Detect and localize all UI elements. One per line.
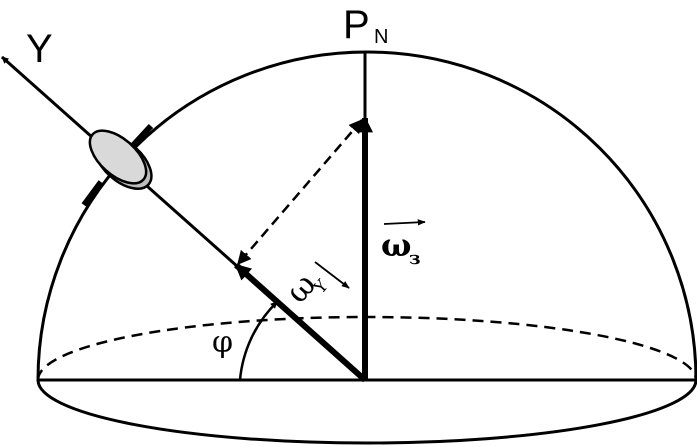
hemisphere-dome	[36, 50, 697, 381]
y-axis-label: Y	[26, 27, 53, 71]
omega-z-overarrow	[383, 219, 426, 226]
projection-dashed-arrow	[237, 118, 363, 266]
omega-y-overarrow	[314, 261, 350, 289]
latitude-label: φ	[212, 325, 233, 360]
north-pole-label: P	[343, 3, 370, 47]
gyro-tick-lower	[81, 180, 104, 207]
gyro-disk	[88, 129, 148, 185]
omega-z-subscript: з	[409, 248, 421, 269]
latitude-angle-arc	[238, 301, 278, 381]
gyroscope	[81, 123, 154, 207]
omega-y-vector	[234, 262, 367, 383]
equator-front-arc	[36, 379, 697, 445]
north-pole-subscript: N	[374, 26, 388, 48]
omega-z-label: ω	[381, 226, 411, 264]
